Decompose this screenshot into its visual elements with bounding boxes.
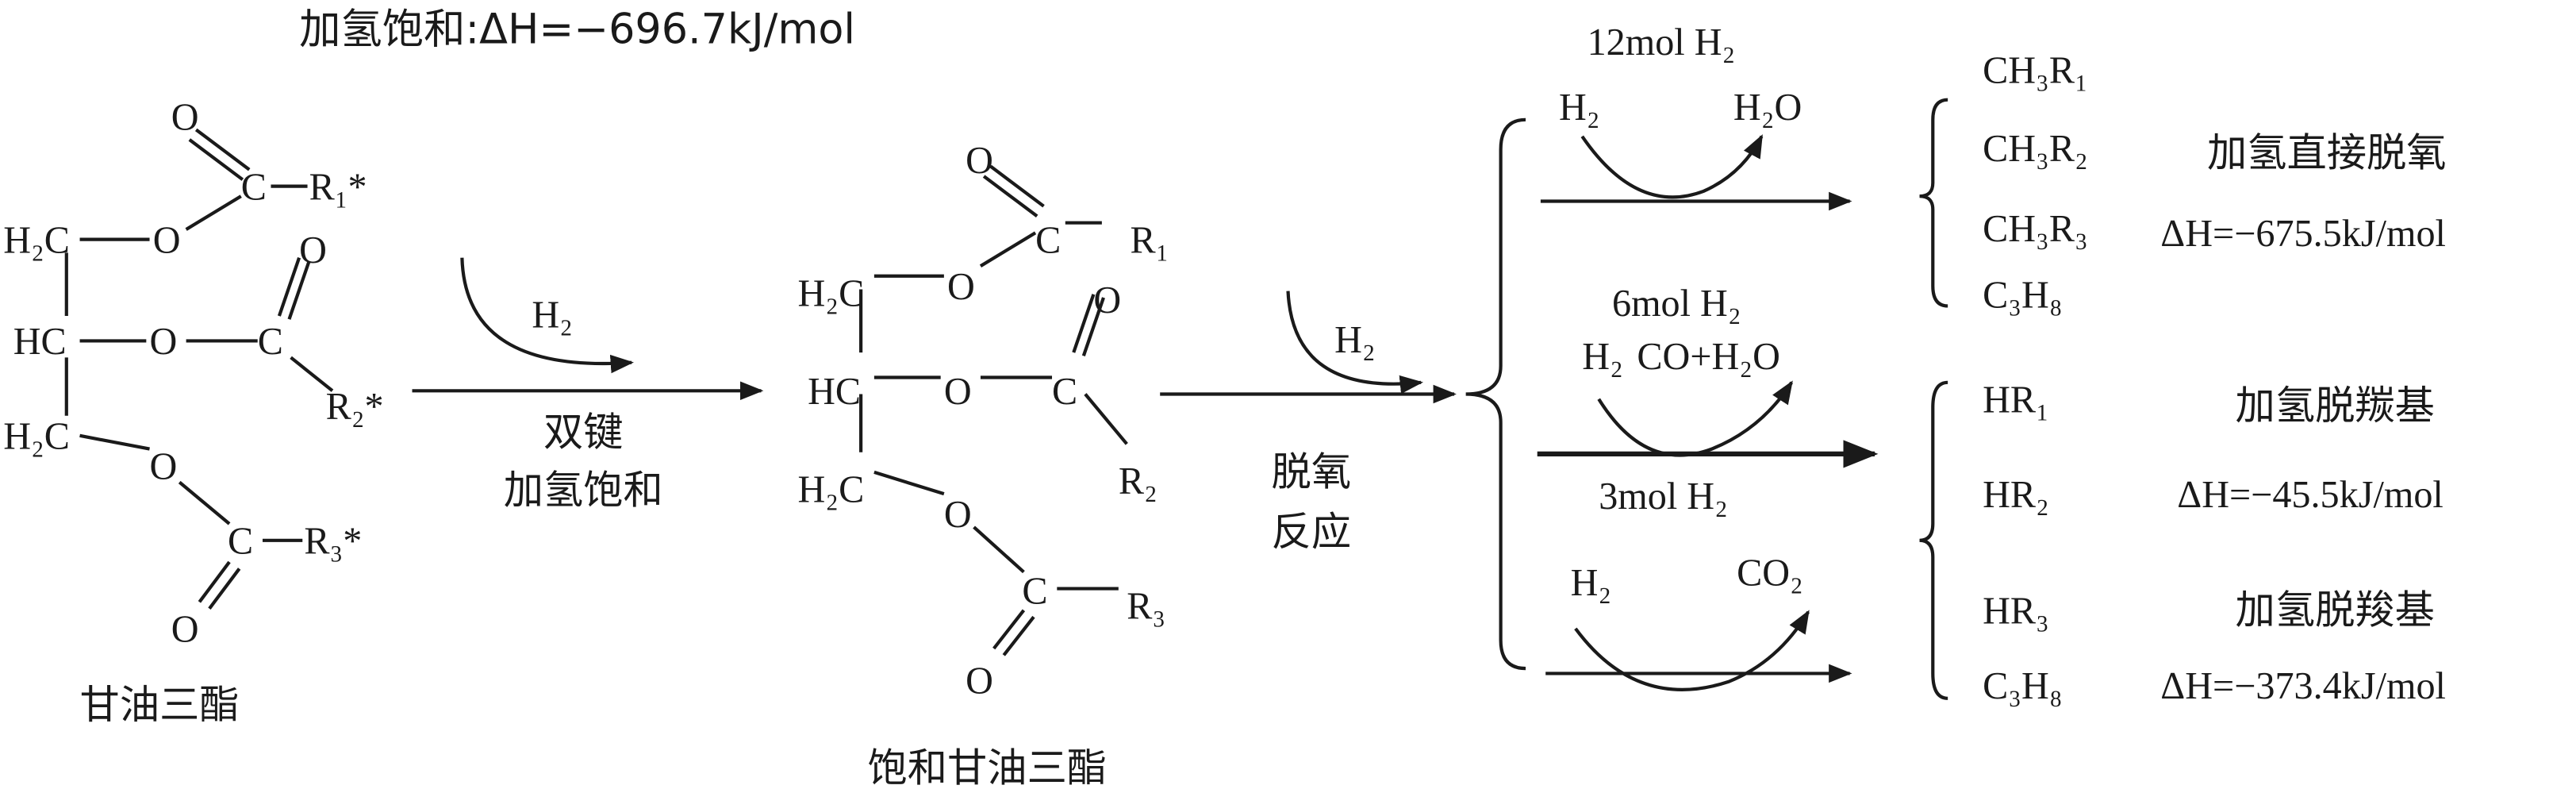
product-c3h8-2: C₃H₈ [1983, 665, 2063, 707]
branch1-amount: 12mol H₂ [1587, 21, 1736, 64]
atom-c3: C [228, 521, 253, 563]
group-r3-star: R₃* [304, 521, 362, 563]
product-c3h8: C₃H₈ [1983, 275, 2063, 317]
pathway-decarbonylation: 加氢脱羰基 [2236, 382, 2435, 429]
product-hr2: HR₂ [1983, 474, 2049, 516]
intermediate-name: 饱和甘油三酯 [868, 745, 1108, 789]
branch3-in: H₂ [1571, 562, 1612, 604]
step2-label-line2: 反应 [1272, 508, 1352, 555]
branch1-out: H₂O [1733, 87, 1802, 129]
atom-c3: C [1022, 570, 1047, 612]
atom-o-bottom: O [966, 660, 993, 702]
step1-reagent: H₂ [532, 294, 573, 337]
atom-c1: C [1035, 219, 1061, 261]
reactant-name: 甘油三酯 [80, 681, 240, 728]
branch1-curved-arrow [1580, 134, 1764, 199]
step1-label-line1: 双键 [543, 408, 624, 455]
h2-curved-arrow-1 [460, 257, 634, 374]
step1-label-line2: 加氢饱和 [504, 467, 663, 514]
atom-o3: O [944, 494, 972, 536]
triglyceride-molecule: O C R₁* H₂C O HC O C O R₂* H₂C O C R₃* O… [3, 96, 383, 728]
atom-h2c-2: H₂C [798, 469, 865, 511]
branch2-amount: 6mol H₂ [1612, 283, 1741, 325]
product-brace-2 [1919, 380, 1948, 700]
atom-o-c2: O [1093, 279, 1121, 321]
atom-o1: O [947, 266, 975, 308]
deoxygenation-step: H₂ 脱氧 反应 [1160, 291, 1457, 555]
branch2-in: H₂ [1582, 336, 1623, 378]
branch3-curved-arrow [1574, 610, 1810, 691]
products-decarbonylation-decarboxylation: HR₁ HR₂ HR₃ C₃H₈ 加氢脱羰基 ΔH=−45.5kJ/mol 加氢… [1919, 379, 2446, 707]
branch1-in: H₂ [1559, 87, 1600, 129]
product-ch3r1: CH₃R₁ [1983, 50, 2088, 92]
product-brace-1 [1919, 98, 1948, 308]
branch2-out: CO+H₂O [1637, 336, 1779, 378]
atom-o-bottom: O [171, 609, 199, 651]
saturation-enthalpy-title: 加氢饱和:ΔH=−696.7kJ/mol [299, 5, 855, 53]
product-ch3r2: CH₃R₂ [1983, 128, 2088, 170]
branch-direct-deoxygenation: 12mol H₂ H₂ H₂O [1540, 21, 1852, 211]
pathway-decarboxylation: 加氢脱羧基 [2236, 587, 2435, 633]
enthalpy-decarbonylation: ΔH=−45.5kJ/mol [2177, 474, 2444, 516]
atom-o-top: O [171, 96, 199, 138]
atom-h2c-1: H₂C [798, 272, 865, 314]
group-r2: R₂ [1119, 460, 1157, 502]
branch3-out: CO₂ [1737, 552, 1803, 594]
pathway-direct-deoxygenation: 加氢直接脱氧 [2207, 129, 2447, 175]
branch3-amount: 3mol H₂ [1599, 475, 1728, 518]
atom-h2c-2: H₂C [3, 416, 70, 458]
atom-o-c2: O [299, 229, 327, 271]
products-direct-deoxygenation: CH₃R₁ CH₃R₂ CH₃R₃ C₃H₈ 加氢直接脱氧 ΔH=−675.5k… [1919, 50, 2447, 317]
step2-label-line1: 脱氧 [1272, 448, 1352, 495]
atom-hc: HC [808, 371, 861, 413]
atom-c2: C [1052, 371, 1077, 413]
group-r1-star: R₁* [309, 166, 367, 208]
saturated-triglyceride-molecule: O C R₁ H₂C O HC O C O R₂ H₂C O C R₃ O [798, 140, 1169, 702]
branch-decarboxylation: 3mol H₂ H₂ CO₂ [1545, 475, 1852, 691]
hydrogenation-step: H₂ 双键 加氢饱和 [412, 257, 764, 514]
group-r3: R₃ [1127, 585, 1165, 627]
step2-reagent: H₂ [1334, 319, 1376, 361]
enthalpy-decarboxylation: ΔH=−373.4kJ/mol [2160, 665, 2446, 707]
atom-c1: C [241, 166, 267, 208]
atom-o2: O [150, 321, 178, 363]
enthalpy-direct-deoxygenation: ΔH=−675.5kJ/mol [2160, 213, 2446, 255]
h2-curved-arrow-2 [1286, 291, 1424, 394]
atom-o2: O [944, 371, 972, 413]
product-hr1: HR₁ [1983, 379, 2049, 421]
product-ch3r3: CH₃R₃ [1983, 208, 2088, 250]
atom-c2: C [258, 321, 283, 363]
atom-hc: HC [13, 321, 67, 363]
atom-o1: O [153, 219, 181, 261]
group-r2-star: R₂* [326, 386, 384, 428]
product-hr3: HR₃ [1983, 591, 2049, 633]
atom-o-top: O [966, 140, 993, 182]
branch2-curved-arrow [1597, 380, 1793, 457]
branch-decarbonylation: 6mol H₂ H₂ CO+H₂O [1537, 283, 1879, 468]
group-r1: R₁ [1130, 219, 1169, 261]
atom-o3: O [150, 445, 178, 487]
atom-h2c-1: H₂C [3, 219, 70, 261]
branch-brace [1465, 117, 1526, 671]
